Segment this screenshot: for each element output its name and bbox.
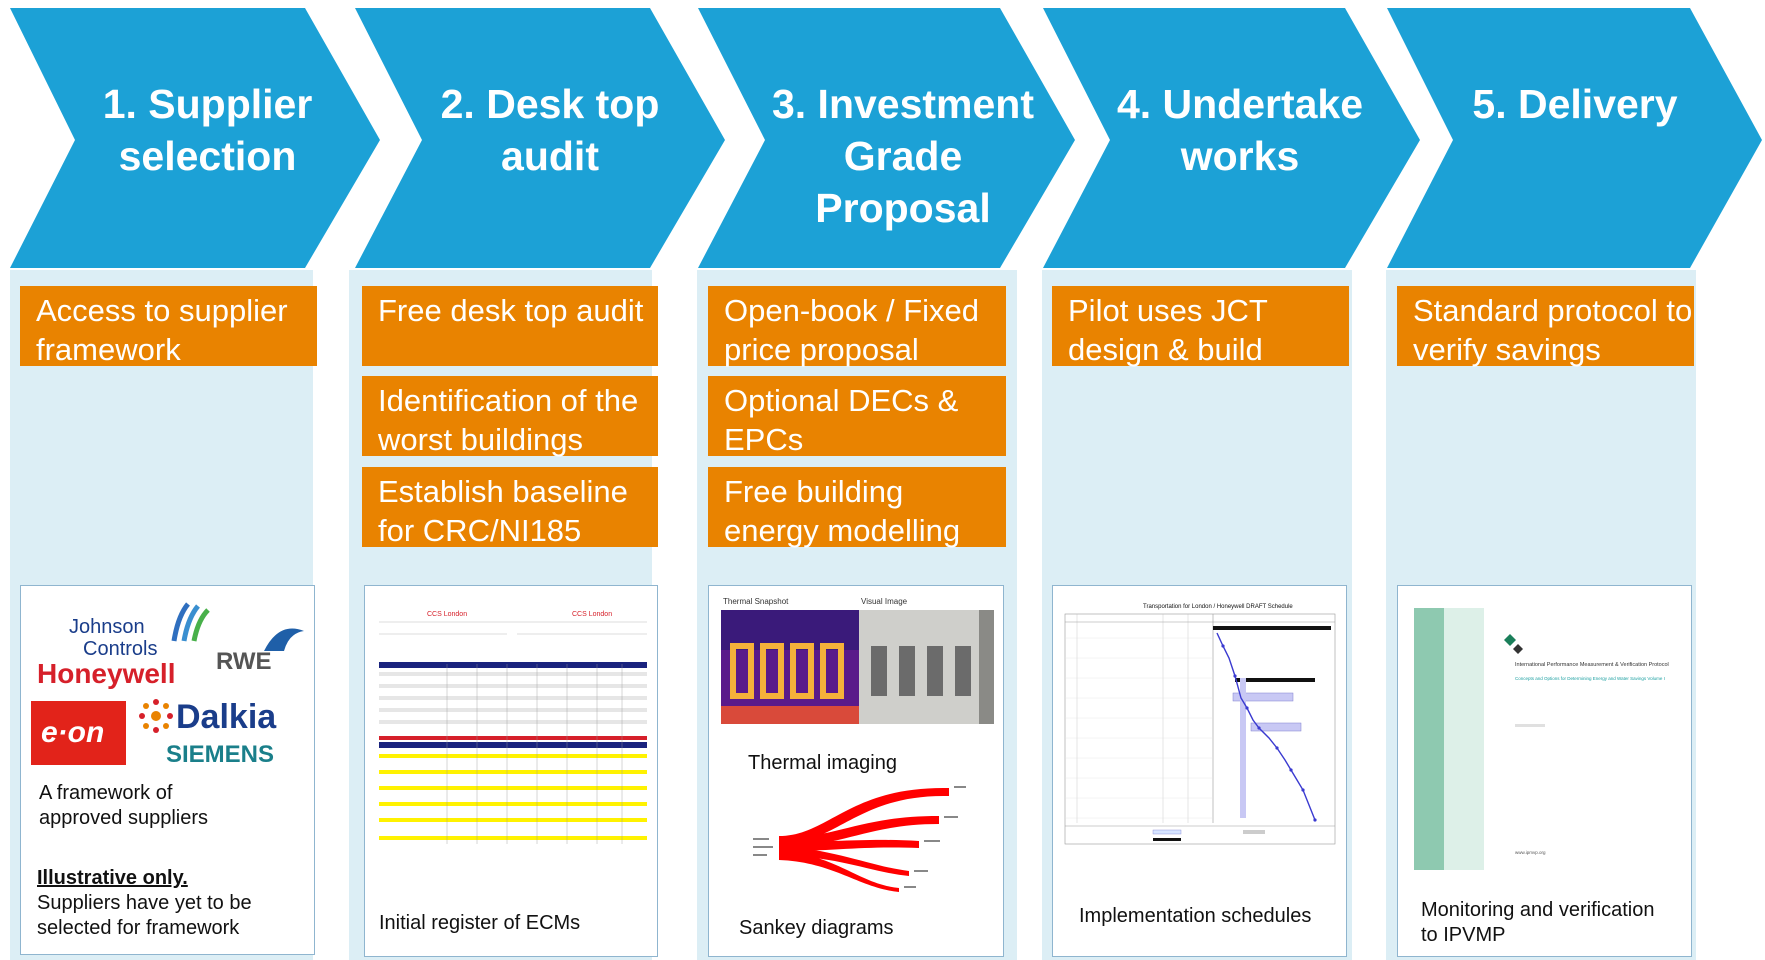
stage-title-2: 2. Desk top audit — [440, 81, 660, 179]
ipmvp-document-image: International Performance Measurement & … — [1410, 604, 1680, 874]
process-chevrons — [10, 8, 1762, 268]
stage-3-tag-1: Open-book / Fixed price proposal — [708, 286, 1006, 367]
thermal-snapshot-label: Thermal Snapshot — [723, 597, 789, 606]
stage-3-tag-3: Free building energy modelling — [708, 467, 1006, 548]
stage-title-5: 5. Delivery — [1472, 81, 1678, 127]
dalkia-mark — [139, 699, 173, 733]
stage-3-tag-2: Optional DECs & EPCs — [708, 376, 1006, 457]
spreadsheet-title-left: CCS London — [427, 611, 467, 618]
visual-image: Visual Image — [859, 597, 994, 724]
visual-image-label: Visual Image — [861, 597, 908, 606]
implementation-schedule-caption: Implementation schedules — [1079, 905, 1312, 927]
rwe-mark — [264, 628, 304, 651]
implementation-schedule-card: Transportation for London / Honeywell DR… — [1052, 585, 1347, 957]
chevron-1 — [10, 8, 380, 268]
chevron-4 — [1043, 8, 1420, 268]
chevron-5 — [1387, 8, 1762, 268]
spreadsheet-title-right: CCS London — [572, 611, 612, 618]
stage-5-tag-1: Standard protocol to verify savings — [1397, 286, 1694, 367]
stage-2-tag-3: Establish baseline for CRC/NI185 — [362, 467, 658, 548]
thermal-sankey-card: Thermal Snapshot Visual Image Thermal im… — [708, 585, 1004, 957]
eon-logo-box — [31, 701, 126, 765]
stage-title-1: 1. Supplier selection — [102, 81, 313, 179]
dalkia-logo-text: Dalkia — [176, 698, 277, 736]
stage-1-tag-1: Access to supplier framework — [20, 286, 317, 367]
ipmvp-card: International Performance Measurement & … — [1397, 585, 1692, 957]
johnson-controls-mark — [171, 602, 210, 642]
ecm-spreadsheet-image: CCS London CCS London — [377, 604, 649, 859]
rwe-logo-text: RWE — [216, 648, 272, 675]
illustrative-note-title: Illustrative only. — [37, 867, 188, 889]
ipmvp-title: International Performance Measurement & … — [1515, 662, 1669, 668]
supplier-logos-card: Johnson Controls Honeywell RWE e·on Dalk… — [20, 585, 315, 955]
eon-logo-text: e·on — [41, 716, 105, 749]
ipmvp-caption: Monitoring and verification to IPVMP — [1421, 899, 1655, 946]
siemens-logo-text: SIEMENS — [166, 741, 275, 768]
honeywell-logo-text: Honeywell — [37, 658, 176, 689]
johnson-logo-text: Johnson — [69, 616, 145, 638]
gantt-schedule-image: Transportation for London / Honeywell DR… — [1064, 604, 1336, 845]
illustrative-note-body: Suppliers have yet to be selected for fr… — [37, 892, 252, 939]
ecm-register-card: CCS London CCS London Initial register o… — [364, 585, 658, 957]
ipmvp-subtitle: Concepts and Options for Determining Ene… — [1515, 676, 1665, 681]
ipmvp-url: www.ipmvp.org — [1515, 850, 1546, 855]
stage-2-tag-2: Identification of the worst buildings — [362, 376, 658, 457]
stage-2-tag-1: Free desk top audit — [362, 286, 658, 366]
schedule-title: Transportation for London / Honeywell DR… — [1143, 604, 1293, 610]
stage-title-4: 4. Undertake works — [1116, 81, 1364, 179]
chevron-3 — [698, 8, 1075, 268]
sankey-caption: Sankey diagrams — [739, 917, 894, 939]
chevron-2 — [355, 8, 725, 268]
thermal-imaging-caption: Thermal imaging — [748, 752, 897, 774]
controls-logo-text: Controls — [83, 638, 158, 660]
framework-caption: A framework of approved suppliers — [39, 782, 208, 829]
ecm-register-caption: Initial register of ECMs — [379, 912, 581, 934]
stage-title-3: 3. Investment Grade Proposal — [771, 81, 1035, 231]
stage-4-tag-1: Pilot uses JCT design & build — [1052, 286, 1349, 367]
sankey-diagram-image — [753, 786, 966, 892]
thermal-image: Thermal Snapshot — [721, 597, 859, 724]
